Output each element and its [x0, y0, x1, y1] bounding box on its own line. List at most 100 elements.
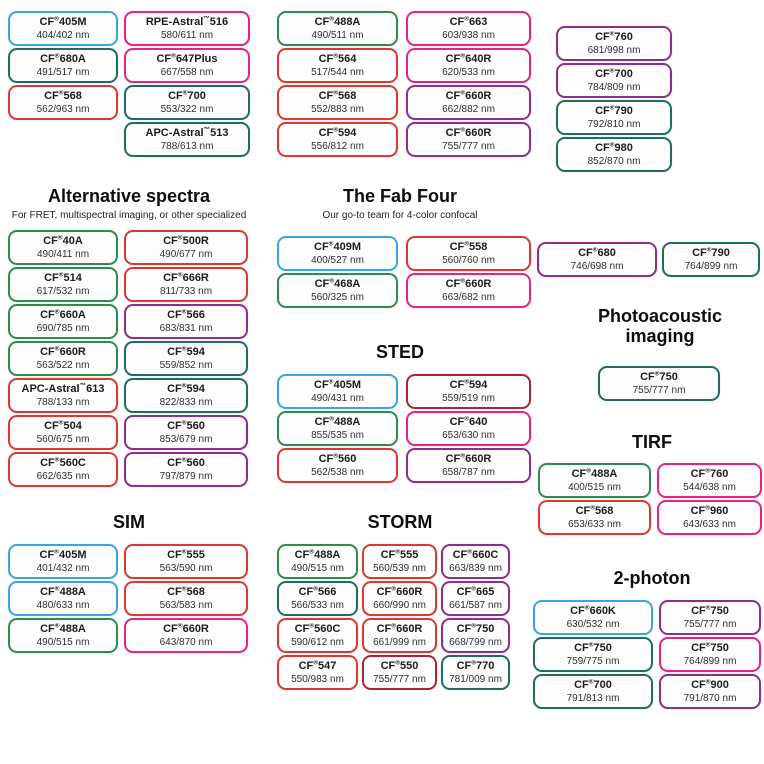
dye-name: CF®560	[167, 419, 205, 432]
dye-wavelengths: 552/883 nm	[311, 104, 364, 115]
dye-pill-cf488a: CF®488A 400/515 nm	[538, 463, 651, 498]
two-photon-heading: 2-photon	[540, 568, 764, 588]
dye-wavelengths: 668/799 nm	[449, 637, 502, 648]
dye-name: CF®700	[168, 89, 206, 102]
dye-name: CF®409M	[314, 240, 361, 253]
dye-wavelengths: 788/133 nm	[36, 397, 90, 408]
dye-wavelengths: 490/677 nm	[159, 249, 213, 260]
dye-name: CF®660R	[445, 452, 492, 465]
dye-name: CF®555	[380, 548, 419, 561]
sim-heading: SIM	[0, 512, 258, 532]
dye-wavelengths: 580/611 nm	[160, 30, 214, 41]
dye-name: CF®40A	[43, 234, 83, 247]
dye-wavelengths: 683/831 nm	[159, 323, 213, 334]
sted-title: STED	[375, 342, 424, 362]
dye-name: CF®660R	[445, 277, 492, 290]
dye-wavelengths: 653/630 nm	[442, 430, 495, 441]
storm-heading: STORM	[260, 512, 540, 532]
dye-name: CF®560C	[294, 622, 341, 635]
dye-wavelengths: 681/998 nm	[587, 45, 641, 56]
dye-name: CF®488A	[571, 467, 618, 480]
dye-name: CF®750	[691, 641, 729, 654]
dye-wavelengths: 404/402 nm	[36, 30, 90, 41]
dye-wavelengths: 791/870 nm	[683, 693, 737, 704]
dye-wavelengths: 690/785 nm	[36, 323, 90, 334]
dye-wavelengths: 560/675 nm	[36, 434, 90, 445]
dye-wavelengths: 661/999 nm	[373, 637, 426, 648]
dye-name: CF®488A	[294, 548, 341, 561]
dye-wavelengths: 811/733 nm	[159, 286, 213, 297]
dye-name: CF®550	[380, 659, 419, 672]
dye-pill-cf790: CF®790 764/899 nm	[662, 242, 760, 277]
dye-wavelengths: 563/522 nm	[36, 360, 90, 371]
fab-four-title: The Fab Four	[343, 186, 457, 206]
dye-wavelengths: 755/777 nm	[373, 674, 426, 685]
dye-wavelengths: 755/777 nm	[683, 619, 737, 630]
dye-name: CF®960	[690, 504, 729, 517]
dye-pill-cf550: CF®550 755/777 nm	[362, 655, 437, 690]
dye-name: CF®504	[44, 419, 82, 432]
dye-name: CF®488A	[40, 585, 86, 598]
dye-wavelengths: 400/515 nm	[568, 482, 621, 493]
dye-wavelengths: 566/533 nm	[291, 600, 344, 611]
dye-name: CF®660R	[163, 622, 209, 635]
photoacoustic-heading: Photoacoustic imaging	[585, 306, 735, 346]
dye-pill-cf660r: CF®660R 661/999 nm	[362, 618, 437, 653]
dye-name: CF®660R	[40, 345, 86, 358]
dye-wavelengths: 562/963 nm	[36, 104, 90, 115]
dye-wavelengths: 746/698 nm	[570, 261, 624, 272]
dye-name: APC-Astral™513	[145, 126, 229, 139]
dye-wavelengths: 560/325 nm	[311, 292, 364, 303]
tirf-heading: TIRF	[540, 432, 764, 452]
dye-name: CF®568	[44, 89, 82, 102]
dye-name: CF®594	[318, 126, 357, 139]
two-photon-title: 2-photon	[613, 568, 691, 588]
dye-wavelengths: 563/590 nm	[159, 563, 213, 574]
dye-wavelengths: 563/583 nm	[159, 600, 213, 611]
dye-name: CF®660R	[376, 622, 423, 635]
dye-wavelengths: 764/899 nm	[684, 261, 738, 272]
dye-name: CF®594	[449, 378, 488, 391]
dye-name: CF®790	[692, 246, 730, 259]
